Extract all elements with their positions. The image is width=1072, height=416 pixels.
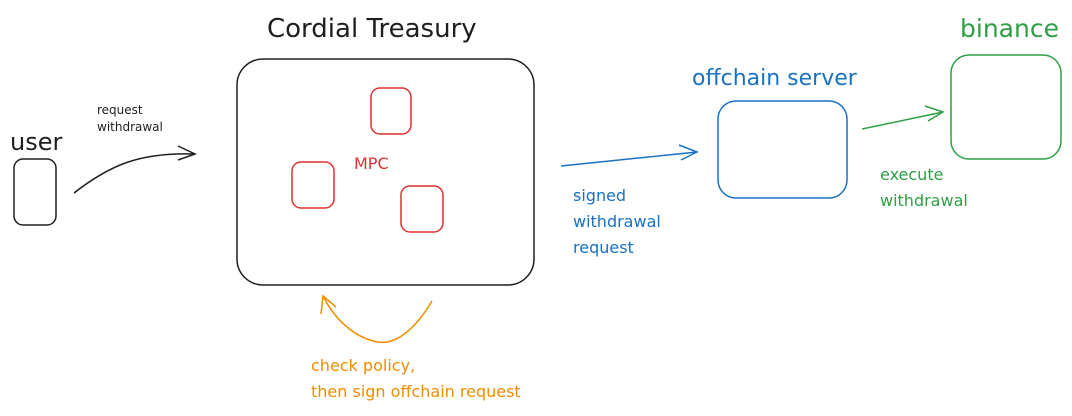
signed-withdrawal-request-label: signed withdrawal request [573, 183, 661, 261]
arrow-treasury-self-loop [322, 295, 433, 344]
execute-line2: withdrawal [880, 191, 968, 210]
offchain-server-box[interactable] [717, 100, 848, 199]
check-policy-line1: check policy, [311, 356, 416, 375]
user-label: user [10, 128, 63, 156]
arrowhead-treasury-to-offchain [678, 144, 699, 161]
binance-label: binance [960, 14, 1059, 43]
check-policy-line2: then sign offchain request [311, 382, 521, 401]
treasury-box[interactable] [236, 58, 535, 286]
mpc-label: MPC [354, 154, 389, 173]
arrow-offchain-to-binance [861, 111, 944, 130]
arrow-treasury-to-offchain [560, 151, 698, 167]
offchain-server-label: offchain server [692, 66, 857, 91]
arrowhead-user-to-treasury [177, 145, 197, 161]
arrowhead-offchain-to-binance [924, 105, 945, 122]
signed-line3: request [573, 238, 634, 257]
request-withdrawal-label: request withdrawal [97, 102, 163, 136]
arrow-user-to-treasury [73, 153, 196, 194]
execute-withdrawal-label: execute withdrawal [880, 162, 968, 214]
check-policy-label: check policy, then sign offchain request [311, 353, 521, 405]
request-withdrawal-line2: withdrawal [97, 120, 163, 134]
treasury-title: Cordial Treasury [267, 14, 477, 44]
mpc-node-top[interactable] [370, 87, 412, 135]
signed-line1: signed [573, 186, 627, 205]
binance-box[interactable] [950, 54, 1062, 160]
signed-line2: withdrawal [573, 212, 661, 231]
arrowhead-treasury-self-loop [320, 294, 337, 315]
mpc-node-left[interactable] [291, 161, 335, 209]
request-withdrawal-line1: request [97, 103, 143, 117]
user-box[interactable] [13, 158, 57, 226]
mpc-node-right[interactable] [400, 185, 444, 233]
execute-line1: execute [880, 165, 944, 184]
